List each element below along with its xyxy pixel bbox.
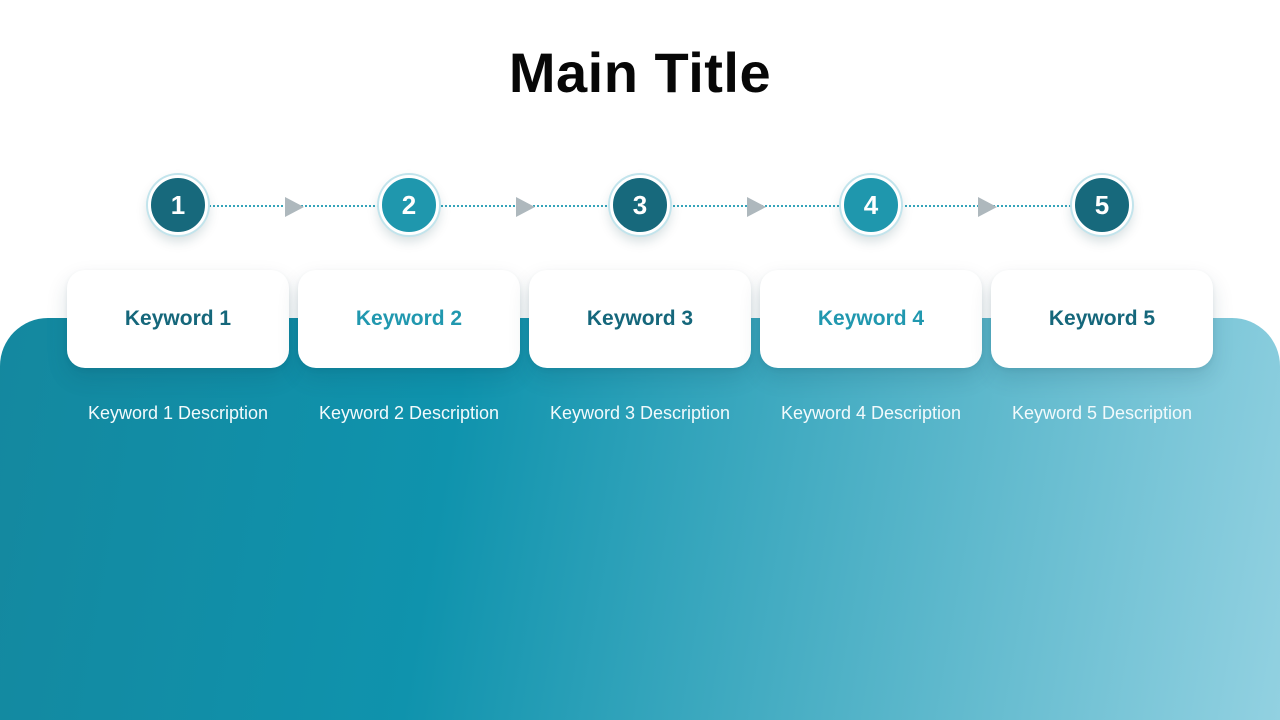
step-number: 2 <box>401 189 417 220</box>
keyword-description: Keyword 2 Description <box>318 403 500 423</box>
arrow-right-icon <box>747 197 766 217</box>
step-column-3: 3 Keyword 3 Keyword 3 Description <box>529 175 751 424</box>
step-number-circle: 3 <box>610 175 670 235</box>
keyword-label: Keyword 3 <box>586 307 694 330</box>
keyword-description: Keyword 5 Description <box>1011 403 1193 423</box>
background-shape <box>0 318 1280 720</box>
steps-row: 1 Keyword 1 Keyword 1 Description 2 Keyw… <box>67 175 1213 424</box>
step-column-4: 4 Keyword 4 Keyword 4 Description <box>760 175 982 424</box>
step-column-2: 2 Keyword 2 Keyword 2 Description <box>298 175 520 424</box>
arrow-right-icon <box>285 197 304 217</box>
arrow-right-icon <box>978 197 997 217</box>
keyword-card[interactable]: Keyword 2 <box>298 270 520 368</box>
keyword-description: Keyword 1 Description <box>87 403 269 423</box>
keyword-label: Keyword 4 <box>817 307 925 330</box>
keyword-label: Keyword 2 <box>355 307 463 330</box>
keyword-description: Keyword 3 Description <box>549 403 731 423</box>
keyword-card[interactable]: Keyword 3 <box>529 270 751 368</box>
arrow-right-icon <box>516 197 535 217</box>
step-number: 5 <box>1094 189 1110 220</box>
step-column-1: 1 Keyword 1 Keyword 1 Description <box>67 175 289 424</box>
keyword-label: Keyword 5 <box>1048 307 1156 330</box>
step-number-circle: 4 <box>841 175 901 235</box>
step-number-circle: 2 <box>379 175 439 235</box>
step-column-5: 5 Keyword 5 Keyword 5 Description <box>991 175 1213 424</box>
keyword-card[interactable]: Keyword 1 <box>67 270 289 368</box>
keyword-label: Keyword 1 <box>124 307 232 330</box>
step-number: 3 <box>632 189 648 220</box>
page-title: Main Title <box>508 41 772 104</box>
keyword-card[interactable]: Keyword 5 <box>991 270 1213 368</box>
step-number: 1 <box>170 189 186 220</box>
keyword-card[interactable]: Keyword 4 <box>760 270 982 368</box>
keyword-description: Keyword 4 Description <box>780 403 962 423</box>
step-number-circle: 1 <box>148 175 208 235</box>
step-number-circle: 5 <box>1072 175 1132 235</box>
step-number: 4 <box>863 189 879 220</box>
